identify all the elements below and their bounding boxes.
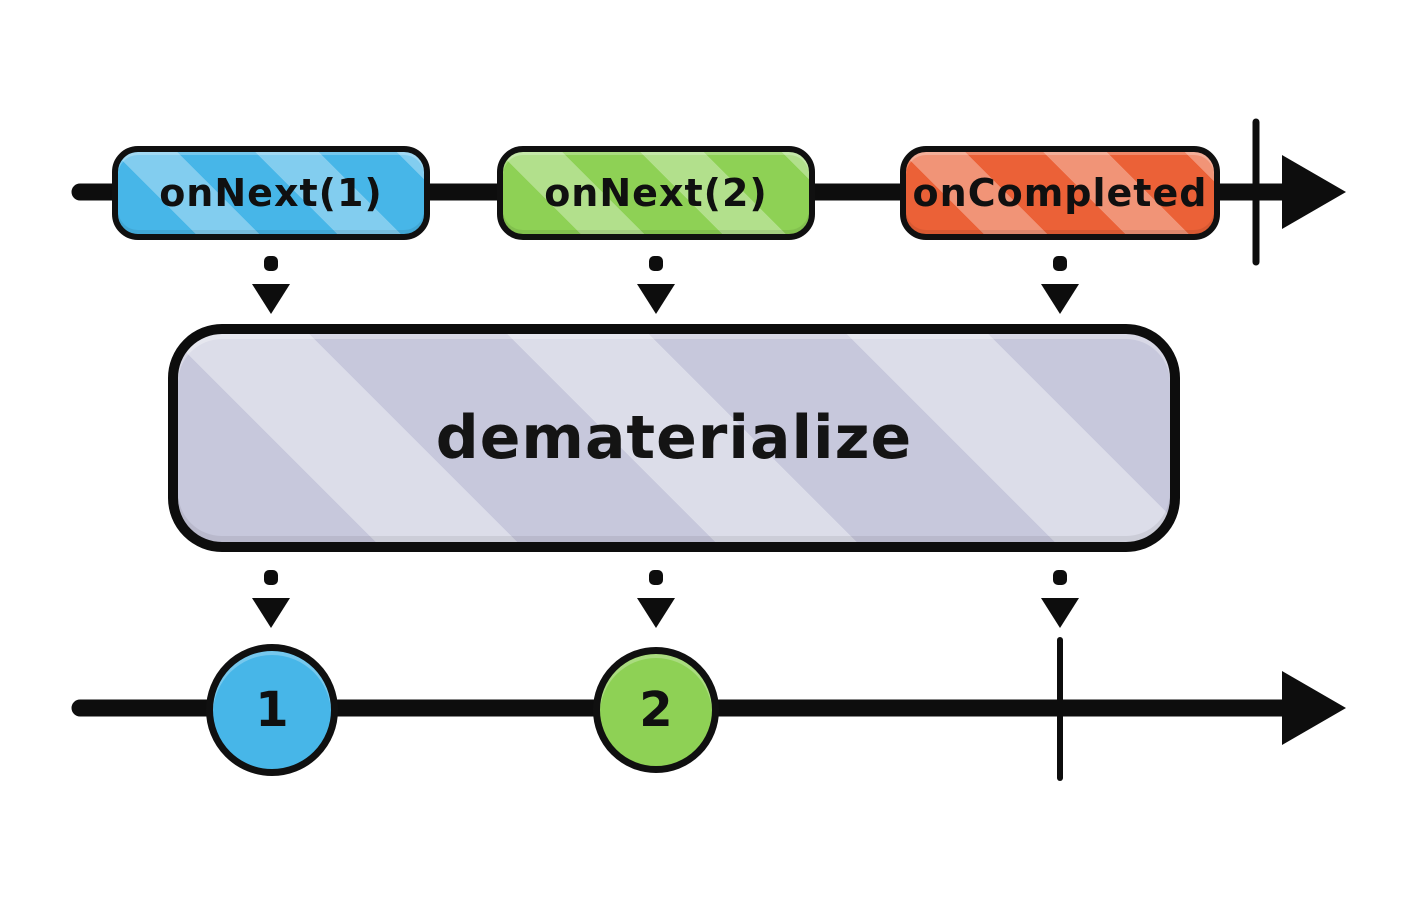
event-label: onNext(1)	[159, 171, 383, 215]
marble-label: 1	[255, 682, 289, 738]
marble-label: 2	[639, 682, 673, 738]
arrow-head-icon	[252, 598, 290, 628]
marble-2: 2	[593, 647, 719, 773]
arrow-head-icon	[1041, 598, 1079, 628]
flow-arrow-down-icon	[637, 570, 675, 628]
flow-arrow-down-icon	[252, 256, 290, 314]
result-timeline-arrowhead-icon	[1282, 671, 1346, 745]
event-label: onCompleted	[912, 171, 1208, 215]
arrow-dot	[649, 570, 663, 585]
flow-arrow-down-icon	[252, 570, 290, 628]
arrow-dot	[264, 570, 278, 585]
operator-label: dematerialize	[435, 403, 913, 473]
marble-1: 1	[206, 644, 338, 776]
arrow-dot	[1053, 256, 1067, 271]
flow-arrow-down-icon	[637, 256, 675, 314]
flow-arrow-down-icon	[1041, 570, 1079, 628]
arrow-dot	[1053, 570, 1067, 585]
event-box-onnext-2: onNext(2)	[497, 146, 815, 240]
event-box-oncompleted: onCompleted	[900, 146, 1220, 240]
event-box-onnext-1: onNext(1)	[112, 146, 430, 240]
event-label: onNext(2)	[544, 171, 768, 215]
arrow-head-icon	[637, 284, 675, 314]
arrow-dot	[264, 256, 278, 271]
arrow-head-icon	[637, 598, 675, 628]
flow-arrow-down-icon	[1041, 256, 1079, 314]
arrow-head-icon	[1041, 284, 1079, 314]
source-timeline-arrowhead-icon	[1282, 155, 1346, 229]
operator-box: dematerialize	[168, 324, 1180, 552]
arrow-head-icon	[252, 284, 290, 314]
arrow-dot	[649, 256, 663, 271]
